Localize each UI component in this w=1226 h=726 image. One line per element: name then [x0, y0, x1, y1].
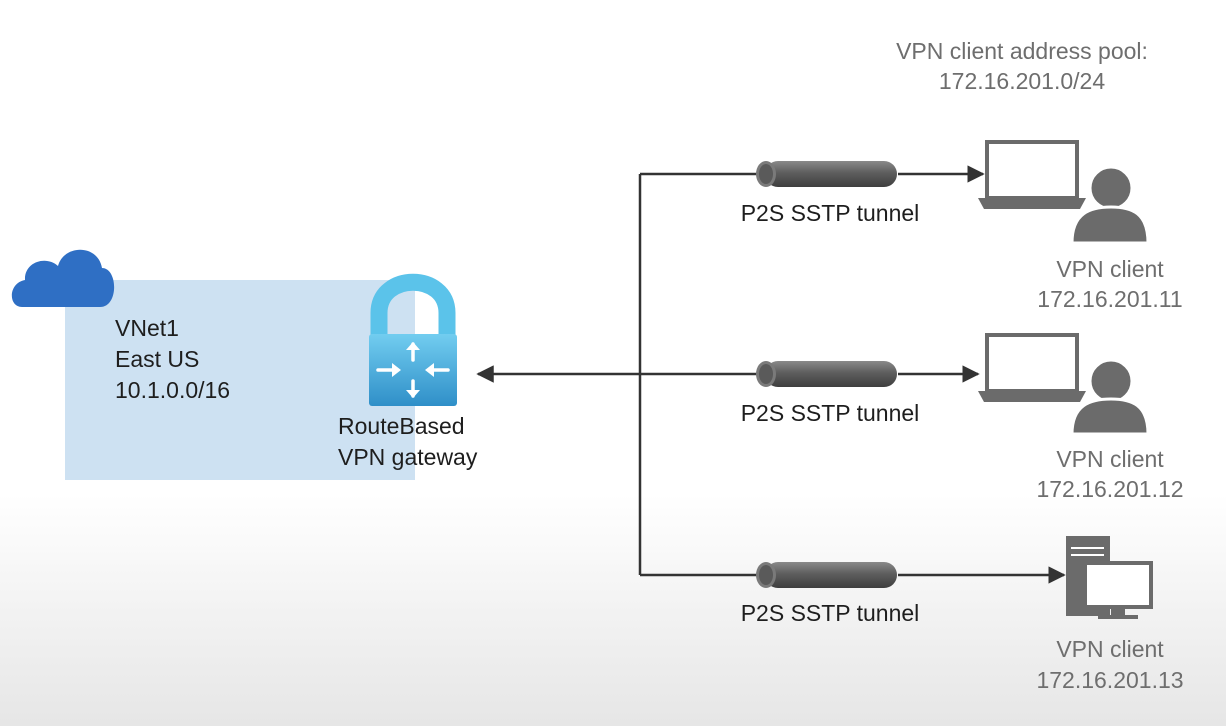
user-icon — [1070, 165, 1150, 245]
client-3-label: VPN client — [1056, 636, 1164, 662]
gateway-name-label: VPN gateway — [338, 444, 478, 470]
tunnel-pipe-2 — [756, 361, 897, 387]
client-3-ip: 172.16.201.13 — [1036, 667, 1184, 693]
address-pool-value: 172.16.201.0/24 — [938, 68, 1106, 94]
client-2-ip: 172.16.201.12 — [1036, 476, 1184, 502]
client-1-ip: 172.16.201.11 — [1037, 286, 1183, 312]
laptop-icon — [978, 140, 1086, 209]
vnet-region — [65, 280, 415, 480]
desktop-computer-icon — [1066, 536, 1153, 619]
tunnel-pipe-3 — [756, 562, 897, 588]
tunnel-label-3: P2S SSTP tunnel — [740, 600, 920, 626]
laptop-icon — [978, 333, 1086, 402]
cloud-icon — [11, 249, 115, 307]
tunnel-label-1: P2S SSTP tunnel — [740, 200, 920, 226]
vnet-region-label: East US — [115, 346, 200, 372]
vpn-gateway-lock-icon — [369, 273, 457, 406]
vnet-address-space: 10.1.0.0/16 — [115, 377, 231, 403]
client-1-label: VPN client — [1056, 256, 1164, 282]
client-2-label: VPN client — [1056, 446, 1164, 472]
address-pool-label: VPN client address pool: — [896, 38, 1148, 64]
gateway-type-label: RouteBased — [338, 413, 465, 439]
vnet-name: VNet1 — [115, 315, 179, 341]
user-icon — [1070, 358, 1150, 436]
tunnel-pipe-1 — [756, 161, 897, 187]
tunnel-label-2: P2S SSTP tunnel — [740, 400, 920, 426]
connector-lines — [476, 165, 1066, 584]
